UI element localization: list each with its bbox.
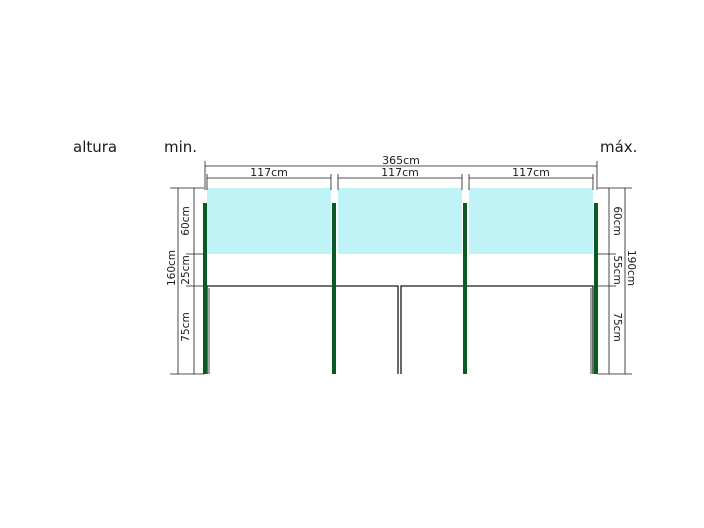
post-1 [203,203,207,374]
glass-panel-3 [469,188,593,254]
post-4 [594,203,598,374]
glass-panel-1 [207,188,331,254]
dim-left-total: 160cm [166,250,178,286]
base-frame-left [206,285,399,374]
post-3 [463,203,467,374]
top-dimension-lines [204,161,598,190]
base-frames [206,285,594,374]
min-label: min. [164,138,197,156]
base-frame-right [400,285,594,374]
left-dimension-lines [170,187,204,375]
post-2 [332,203,336,374]
dim-panel-width-1: 117cm [250,166,288,179]
dim-right-total: 190cm [625,250,637,286]
max-label: máx. [600,138,637,156]
altura-label: altura [73,138,117,156]
posts [203,203,598,374]
dim-left-gap: 25cm [180,255,192,284]
dim-panel-width-3: 117cm [512,166,550,179]
dim-left-glass: 60cm [180,206,192,235]
dim-total-width: 365cm [382,154,420,167]
dim-panel-width-2: 117cm [381,166,419,179]
dim-left-base: 75cm [180,312,192,341]
dim-right-base: 75cm [611,312,623,341]
glass-panel-2 [338,188,462,254]
dim-right-gap: 55cm [611,255,623,284]
dim-right-glass: 60cm [611,206,623,235]
right-dimension-lines [598,187,632,375]
